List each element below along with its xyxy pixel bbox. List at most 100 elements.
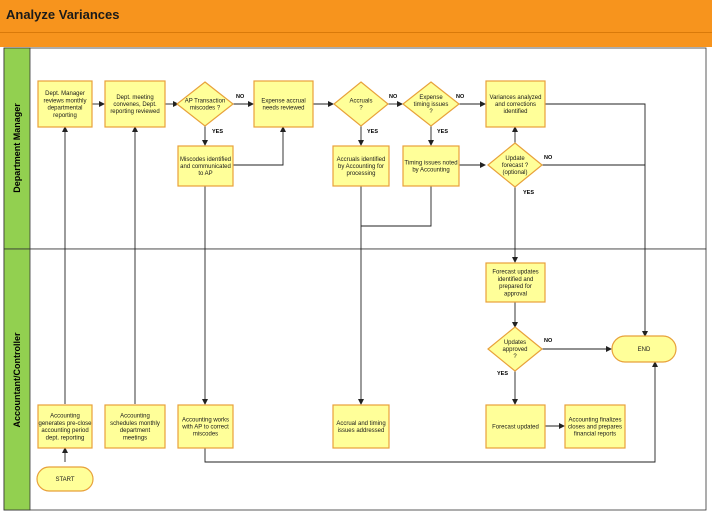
- node-n14: Accounting finalizes closes and preparesf…: [564, 404, 626, 449]
- label-d5-no: NO: [544, 338, 553, 344]
- node-label: Accounting works: [182, 417, 229, 423]
- node-label: timing issues: [414, 102, 449, 108]
- lane-label-accountant-controller: Accountant/Controller: [12, 332, 22, 427]
- node-label: to AP: [198, 171, 212, 177]
- node-label: Variances analyzed: [490, 95, 542, 101]
- edge-n5-n3: [233, 126, 286, 166]
- lane-label-department-manager: Department Manager: [12, 103, 22, 193]
- node-label: closes and prepares: [568, 425, 622, 431]
- node-label: Accounting finalizes: [568, 417, 621, 423]
- title-bar: Analyze Variances: [0, 0, 712, 33]
- connectors: [62, 101, 658, 463]
- node-label: Miscodes identified: [180, 157, 231, 163]
- label-d3-yes: YES: [437, 129, 448, 135]
- node-label: and communicated: [180, 164, 231, 170]
- node-start: START: [36, 466, 94, 492]
- process-box: [485, 80, 546, 128]
- node-label: AP Transaction: [185, 98, 226, 104]
- node-label: Update: [505, 156, 525, 162]
- process-box: [402, 145, 460, 187]
- node-label: and corrections: [495, 102, 536, 108]
- node-label: Accounting: [120, 414, 150, 420]
- node-label: financial reports: [574, 432, 616, 438]
- node-label: department: [120, 428, 151, 434]
- label-d5-yes: YES: [497, 371, 508, 377]
- process-box: [37, 404, 93, 449]
- node-label: miscodes: [193, 432, 218, 438]
- page-title: Analyze Variances: [6, 7, 120, 22]
- node-label: reporting reviewed: [110, 109, 159, 115]
- decision-diamond: [333, 81, 389, 127]
- process-box: [564, 404, 626, 449]
- lane-header: [3, 248, 31, 511]
- node-label: Expense accrual: [261, 98, 305, 104]
- label-d3-no: NO: [456, 94, 465, 100]
- node-d2: Accruals?: [333, 81, 389, 127]
- node-label: generates pre-close: [38, 421, 92, 427]
- node-d1: AP Transaction miscodes ?: [176, 81, 234, 127]
- node-n13: Forecast updated: [485, 404, 546, 449]
- edge-labels: NO YES NO YES NO YES NO YES NO YES: [212, 94, 553, 377]
- label-d2-no: NO: [389, 94, 398, 100]
- label-d2-yes: YES: [367, 129, 378, 135]
- process-box: [177, 145, 234, 187]
- header-strip: [0, 33, 712, 47]
- process-box: [485, 262, 546, 303]
- node-label: processing: [346, 171, 375, 177]
- node-label: departmental: [47, 106, 82, 112]
- node-label: Expense: [419, 95, 443, 101]
- decision-diamond: [487, 326, 543, 372]
- process-box: [332, 404, 390, 449]
- process-box: [37, 80, 93, 128]
- node-label: Dept. meeting: [116, 95, 153, 101]
- node-label: Forecast updated: [492, 425, 539, 431]
- process-box: [177, 404, 234, 449]
- node-label: accounting period: [41, 428, 88, 434]
- label-d1-no: NO: [236, 94, 245, 100]
- node-label: needs reviewed: [262, 106, 304, 112]
- decision-diamond: [487, 142, 543, 188]
- node-label: schedules monthly: [110, 421, 160, 427]
- node-label: miscodes ?: [190, 106, 221, 112]
- node-label: Timing issues noted: [404, 160, 457, 166]
- edge-n4-end: [545, 103, 648, 337]
- node-end: END: [611, 335, 677, 363]
- node-label: convenes, Dept.: [113, 102, 157, 108]
- node-label: ?: [513, 354, 517, 360]
- node-label: meetings: [123, 435, 147, 441]
- node-label: Accrual and timing: [336, 421, 385, 427]
- node-label: reviews monthly: [43, 98, 86, 104]
- node-label: Accounting: [50, 414, 80, 420]
- swimlane-accountant-controller: Accountant/Controller: [3, 248, 707, 511]
- node-label: ?: [359, 106, 363, 112]
- node-label: Updates: [504, 340, 526, 346]
- node-label: dept. reporting: [46, 435, 85, 441]
- process-box: [104, 404, 166, 449]
- node-label: (optional): [502, 170, 527, 176]
- node-n3: Expense accrual needs reviewed: [253, 80, 314, 128]
- process-box: [332, 145, 390, 187]
- label-d1-yes: YES: [212, 129, 223, 135]
- process-box: [104, 80, 166, 128]
- lane-header: [3, 47, 31, 250]
- node-label: Accruals identified: [337, 157, 386, 163]
- label-d4-no: NO: [544, 155, 553, 161]
- terminator: [36, 466, 94, 492]
- node-label: by Accounting for: [338, 164, 384, 170]
- swimlane-department-manager: Department Manager: [3, 47, 707, 250]
- process-box: [485, 404, 546, 449]
